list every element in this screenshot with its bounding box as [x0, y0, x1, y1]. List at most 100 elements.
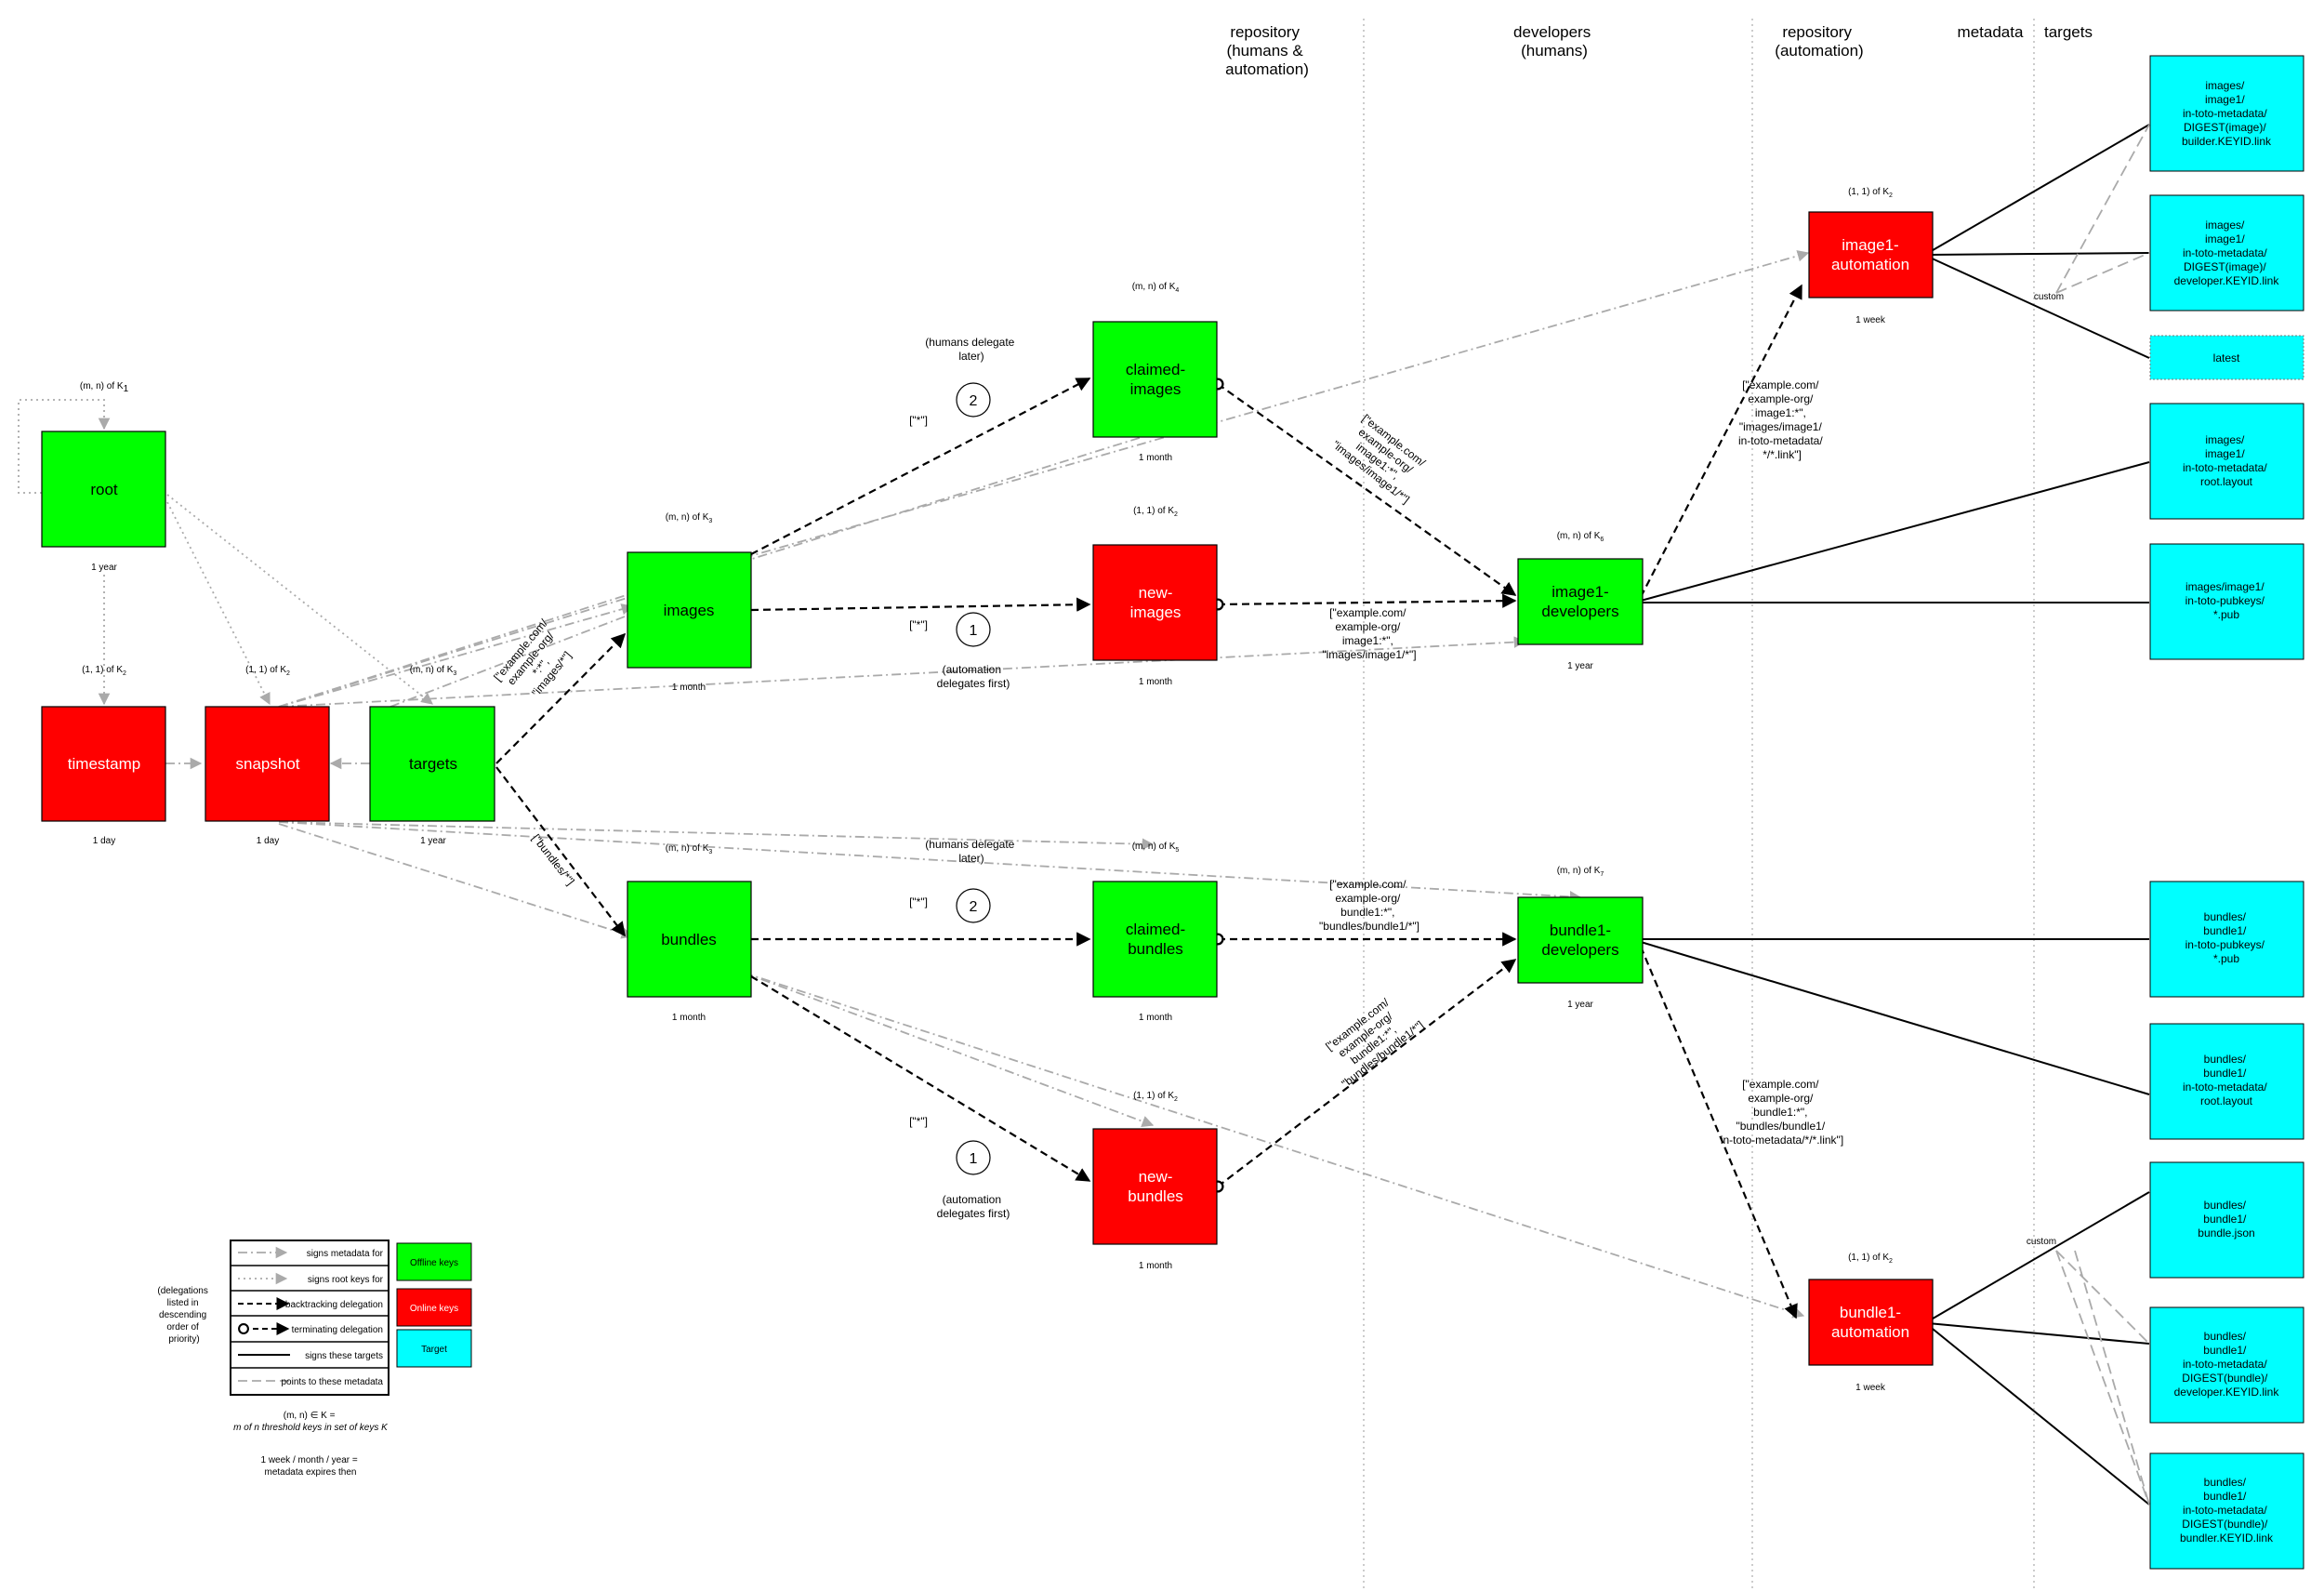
svg-text:1 month: 1 month: [672, 1013, 706, 1023]
svg-text:(m, n) of K3: (m, n) of K3: [666, 512, 713, 524]
svg-text:(1, 1) of K2: (1, 1) of K2: [1133, 1091, 1178, 1103]
legend-offline-swatch: [396, 1242, 472, 1281]
svg-text:claimed-images: claimed-images: [1126, 361, 1185, 398]
target-image1-builder-link: images/ image1/ in-toto-metadata/ DIGEST…: [2149, 55, 2304, 172]
root-key-signing-links: [18, 399, 433, 706]
svg-text:1 month: 1 month: [672, 683, 706, 693]
svg-text:(1, 1) of K2: (1, 1) of K2: [1848, 187, 1893, 199]
legend: signs metadata for signs root keys for b…: [157, 1240, 472, 1478]
target-image1-root-layout: images/ image1/ in-toto-metadata/ root.l…: [2149, 403, 2304, 520]
priority-notes: (humans delegate later) (automation dele…: [925, 336, 1017, 1220]
svg-text:(1, 1) of K2: (1, 1) of K2: [82, 665, 126, 677]
legend-target-swatch: [396, 1329, 472, 1368]
edge-labels: ["example.com/ example-org/ *:*", "image…: [491, 378, 1843, 1147]
target-bundle1-pubkeys: bundles/ bundle1/ in-toto-pubkeys/ *.pub: [2149, 881, 2304, 998]
role-image1-developers: (m, n) of K6 image1-developers 1 year: [1517, 531, 1644, 671]
label-bundle-dev-auto: ["example.com/ example-org/ bundle1:*", …: [1721, 1078, 1843, 1147]
role-boxes: (m, n) of K1 root 1 year (1, 1) of K2 ti…: [41, 187, 1934, 1393]
label-targets-bundles: ["bundles/*"]: [530, 832, 577, 888]
svg-text:2: 2: [970, 393, 978, 409]
label-new-images-dev: ["example.com/ example-org/ image1:*", "…: [1322, 606, 1416, 661]
header-targets: targets: [2044, 23, 2093, 41]
svg-text:images/ image1/: images/ image1/ in-toto-metadata/ root.l…: [2183, 433, 2270, 488]
svg-text:(m, n) of K3: (m, n) of K3: [666, 843, 713, 855]
priority-circle-1-images: [956, 612, 991, 647]
svg-text:2: 2: [970, 899, 978, 915]
svg-text:terminating delegation: terminating delegation: [292, 1325, 383, 1335]
target-image1-developer-link: images/ image1/ in-toto-metadata/ DIGEST…: [2149, 194, 2304, 312]
role-images: (m, n) of K3 images 1 month: [627, 512, 752, 693]
note-humans-later-images: (humans delegate later): [925, 336, 1017, 363]
svg-text:images/ image1/: images/ image1/ in-toto-metadata/ DIGEST…: [2182, 79, 2272, 148]
svg-text:Online keys: Online keys: [410, 1304, 458, 1314]
svg-text:1 month: 1 month: [1139, 1261, 1172, 1271]
role-snapshot: (1, 1) of K2 snapshot 1 day: [205, 665, 330, 846]
svg-text:1 year: 1 year: [1567, 661, 1593, 671]
target-latest: latest: [2149, 335, 2304, 380]
label-images-claimed: ["*"]: [909, 414, 928, 427]
custom-label-images: custom: [2034, 292, 2064, 302]
svg-text:images/image1/ in-toto: images/image1/ in-toto-pubkeys/ *.pub: [2185, 580, 2268, 621]
svg-text:1: 1: [970, 1151, 978, 1167]
note-humans-later-bundles: (humans delegate later): [925, 838, 1017, 865]
svg-text:snapshot: snapshot: [236, 755, 300, 773]
label-claimed-bundles-dev: ["example.com/ example-org/ bundle1:*", …: [1319, 878, 1419, 933]
target-bundle1-developer-link: bundles/ bundle1/ in-toto-metadata/ DIGE…: [2149, 1306, 2304, 1424]
target-bundle1-root-layout: bundles/ bundle1/ in-toto-metadata/ root…: [2149, 1023, 2304, 1140]
custom-label-bundles: custom: [2027, 1237, 2056, 1247]
svg-text:1 year: 1 year: [1567, 1000, 1593, 1010]
svg-text:(m, n) of K5: (m, n) of K5: [1132, 842, 1180, 854]
target-signing-links: [1640, 124, 2150, 1505]
role-bundle1-developers: (m, n) of K7 bundle1-developers 1 year: [1517, 866, 1644, 1010]
label-image-dev-auto: ["example.com/ example-org/ image1:*", "…: [1738, 378, 1826, 461]
header-developers: developers (humans): [1513, 23, 1595, 60]
svg-text:(m, n) of K6: (m, n) of K6: [1557, 531, 1604, 543]
svg-text:signs root keys for: signs root keys for: [308, 1275, 384, 1285]
role-bundles: (m, n) of K3 bundles 1 month: [627, 843, 752, 1023]
svg-text:1 year: 1 year: [420, 836, 446, 846]
svg-text:bundles/ bundle1/: bundles/ bundle1/ in-toto-pubkeys/ *.pub: [2185, 910, 2268, 965]
role-targets: (m, n) of K3 targets 1 year: [369, 665, 495, 846]
role-new-images: (1, 1) of K2 new-images 1 month: [1092, 506, 1218, 687]
label-bundles-claimed: ["*"]: [909, 895, 928, 908]
backtracking-delegations: [495, 284, 1802, 1319]
svg-text:1: 1: [970, 623, 978, 639]
svg-text:bundles: bundles: [661, 931, 717, 948]
column-headers: repository (humans & automation) develop…: [1225, 23, 2093, 78]
note-automation-first-bundles: (automation delegates first): [937, 1193, 1010, 1220]
svg-text:backtracking delegation: backtracking delegation: [285, 1300, 383, 1310]
label-bundles-new: ["*"]: [909, 1115, 928, 1128]
svg-text:bundles/ bundle1/: bundles/ bundle1/ in-toto-metadata/ DIGE…: [2174, 1330, 2280, 1399]
svg-text:signs metadata for: signs metadata for: [307, 1249, 384, 1259]
svg-text:points to these metadata: points to these metadata: [281, 1377, 383, 1387]
legend-online-swatch: [396, 1288, 472, 1327]
svg-text:bundle1-automation: bundle1-automation: [1831, 1304, 1909, 1341]
target-bundle1-bundler-link: bundles/ bundle1/ in-toto-metadata/ DIGE…: [2149, 1452, 2304, 1570]
svg-text:Target: Target: [421, 1345, 447, 1355]
custom-pointer-links: [2055, 124, 2150, 1505]
terminating-delegations: [1211, 378, 1517, 1193]
role-new-bundles: (1, 1) of K2 new-bundles 1 month: [1092, 1091, 1218, 1271]
svg-text:latest: latest: [2213, 351, 2240, 365]
role-image1-automation: (1, 1) of K2 image1-automation 1 week: [1808, 187, 1934, 325]
svg-text:images/ image1/: images/ image1/ in-toto-metadata/ DIGEST…: [2174, 219, 2280, 287]
svg-text:1 month: 1 month: [1139, 453, 1172, 463]
svg-text:image1-developers: image1-developers: [1541, 583, 1618, 620]
svg-text:(m, n) of K3: (m, n) of K3: [410, 665, 457, 677]
svg-text:(1, 1) of K2: (1, 1) of K2: [245, 665, 290, 677]
svg-text:(1, 1) of K2: (1, 1) of K2: [1133, 506, 1178, 518]
header-repo-humans: repository (humans & automation): [1225, 23, 1309, 78]
priority-circle-2-bundles: [956, 888, 991, 923]
svg-text:(1, 1) of K2: (1, 1) of K2: [1848, 1253, 1893, 1265]
label-claimed-images-dev: ["example.com/ example-org/ image1:*", "…: [1329, 407, 1435, 506]
label-new-bundles-dev: ["example.com/ example-org/ bundle1:*", …: [1315, 988, 1427, 1091]
svg-text:(m, n) of K1: (m, n) of K1: [80, 381, 129, 394]
svg-text:1 day: 1 day: [257, 836, 279, 846]
header-repo-automation: repository (automation): [1775, 23, 1863, 60]
role-claimed-bundles: (m, n) of K5 claimed-bundles 1 month: [1092, 842, 1218, 1023]
target-bundle1-json: bundles/ bundle1/ bundle.json: [2149, 1161, 2304, 1279]
svg-text:claimed-bundles: claimed-bundles: [1126, 921, 1185, 958]
svg-text:(m, n) of K4: (m, n) of K4: [1132, 282, 1180, 294]
svg-text:targets: targets: [409, 755, 457, 773]
